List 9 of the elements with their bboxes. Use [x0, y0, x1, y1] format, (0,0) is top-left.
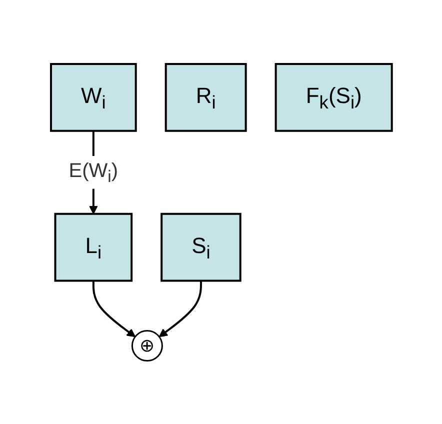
node-box: F$_{k}$(S$_{i}$) — [274, 62, 392, 132]
node-box: L$_{i}$ — [54, 212, 132, 282]
node-box: R$_{i}$ — [164, 62, 246, 132]
node-circle: ⊕ — [131, 330, 163, 362]
edge-label: E(W$_{i}$) — [68, 160, 118, 186]
arrow — [158, 280, 202, 337]
arrow — [92, 280, 136, 337]
node-box: W$_{i}$ — [50, 62, 136, 132]
node-box: S$_{i}$ — [160, 212, 241, 282]
